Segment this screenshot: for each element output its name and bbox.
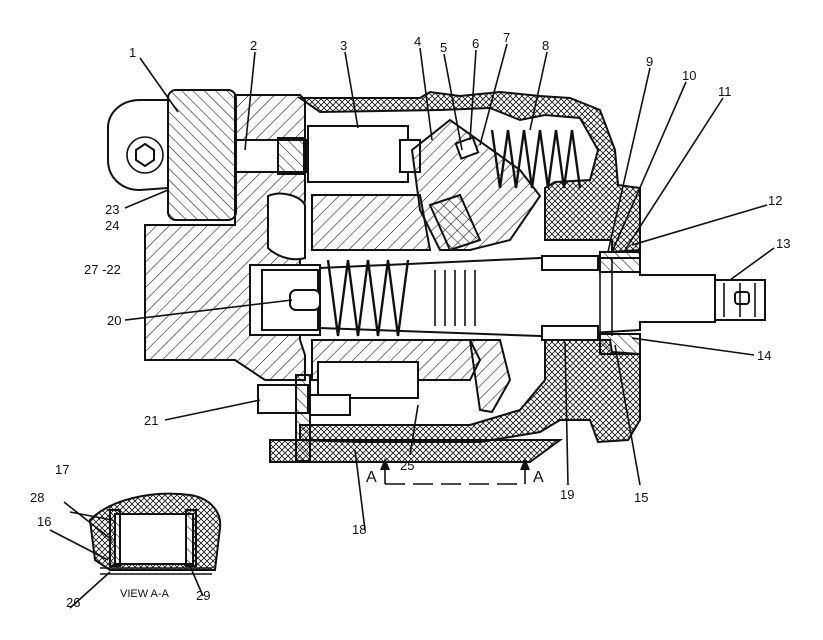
callout-25: 25 [400,458,414,473]
swashplate [410,118,542,252]
servo-piston [307,125,421,183]
callout-23: 23 [105,202,119,217]
callout-16: 16 [37,514,51,529]
callout-10: 10 [682,68,696,83]
lower-piston [257,339,512,462]
section-marker-right: A [533,469,544,486]
shaft-bearings [541,251,641,355]
callout-8: 8 [542,38,549,53]
callout-6: 6 [472,36,479,51]
callout-labels: 1 2 3 4 5 6 7 8 9 10 11 12 13 14 15 16 1… [30,30,790,610]
callout-17: 17 [55,462,69,477]
callout-29: 29 [196,588,210,603]
section-line: A A [366,458,544,486]
center-spring [261,259,410,337]
drive-shaft [319,257,766,338]
callout-7: 7 [503,30,510,45]
view-a-a-label: VIEW A-A [120,588,170,600]
callout-2: 2 [250,38,257,53]
callout-9: 9 [646,54,653,69]
section-marker-left: A [366,469,377,486]
callout-13: 13 [776,236,790,251]
callout-4: 4 [414,34,421,49]
callout-15: 15 [634,490,648,505]
control-spring [490,129,582,189]
callout-27-22: 27 -22 [84,262,121,277]
callout-20: 20 [107,313,121,328]
callout-24: 24 [105,218,119,233]
callout-18: 18 [352,522,366,537]
callout-26: 26 [66,595,80,610]
callout-5: 5 [440,40,447,55]
callout-14: 14 [757,348,771,363]
leader-lines [49,43,775,609]
callout-3: 3 [340,38,347,53]
callout-12: 12 [768,193,782,208]
pump-housing [269,90,641,463]
callout-1: 1 [129,45,136,60]
callout-19: 19 [560,487,574,502]
callout-28: 28 [30,490,44,505]
control-valve [107,89,307,221]
callout-21: 21 [144,413,158,428]
view-a-a-inset: VIEW A-A [88,492,222,600]
callout-11: 11 [718,84,732,99]
